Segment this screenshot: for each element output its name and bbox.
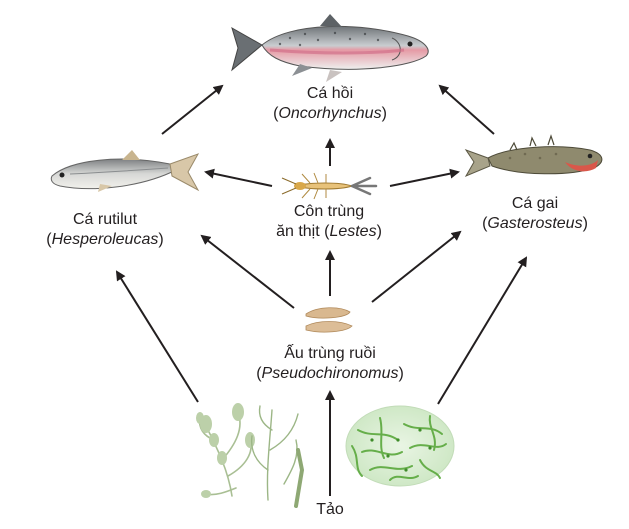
arrow-insect-to-stickle xyxy=(389,168,460,187)
salmon-genus: Oncorhynchus xyxy=(278,105,382,122)
arrow-insect-to-rutilut xyxy=(204,168,273,187)
insect-diet-line: ăn thịt (Lestes) xyxy=(254,222,404,242)
insect-diet-suffix: ) xyxy=(376,223,382,240)
insect-common-name: Côn trùng xyxy=(293,203,365,220)
algae-common-name: Tảo xyxy=(316,501,344,518)
salmon-scientific-name: (Oncorhynchus) xyxy=(273,105,387,122)
stickleback-fish-icon xyxy=(464,134,603,178)
trout-icon xyxy=(231,14,429,82)
arrow-stickle-to-salmon xyxy=(438,84,495,135)
larva-label: Ấu trùng ruồi (Pseudochironomus) xyxy=(240,344,420,384)
cyanobacteria-filaments-icon xyxy=(345,405,455,487)
larva-scientific-name: (Pseudochironomus) xyxy=(256,365,404,382)
insect-label: Côn trùng ăn thịt (Lestes) xyxy=(254,202,404,242)
arrow-larva-to-stickle xyxy=(371,230,462,303)
rutilut-label: Cá rutilut (Hesperoleucas) xyxy=(20,210,190,250)
salmon-label: Cá hồi (Oncorhynchus) xyxy=(250,84,410,124)
midge-larva-icon xyxy=(305,307,353,333)
food-web-arrows xyxy=(115,84,528,496)
arrow-larva-to-rutilut xyxy=(200,234,295,309)
rutilut-scientific-name: (Hesperoleucas) xyxy=(46,231,164,248)
arrow-algae-to-stickle xyxy=(437,256,528,405)
rutilut-common-name: Cá rutilut xyxy=(72,211,138,228)
arrow-algae-to-rutilut xyxy=(115,270,199,403)
insect-genus: Lestes xyxy=(329,223,377,240)
rutilut-genus: Hesperoleucas xyxy=(51,231,159,248)
damselfly-nymph-icon xyxy=(281,172,378,200)
stickle-common-name: Cá gai xyxy=(511,195,559,212)
stickle-label: Cá gai (Gasterosteus) xyxy=(460,194,610,234)
salmon-common-name: Cá hồi xyxy=(306,85,354,102)
insect-diet-prefix: ăn thịt ( xyxy=(276,223,330,240)
algae-label: Tảo xyxy=(290,500,370,520)
arrow-rutilut-to-salmon xyxy=(161,84,224,135)
larva-genus: Pseudochironomus xyxy=(261,365,399,382)
larva-common-name: Ấu trùng ruồi xyxy=(284,345,376,362)
green-algae-branches-icon xyxy=(196,403,305,508)
minnow-fish-icon xyxy=(50,150,200,192)
stickle-genus: Gasterosteus xyxy=(487,215,583,232)
stickle-scientific-name: (Gasterosteus) xyxy=(482,215,588,232)
